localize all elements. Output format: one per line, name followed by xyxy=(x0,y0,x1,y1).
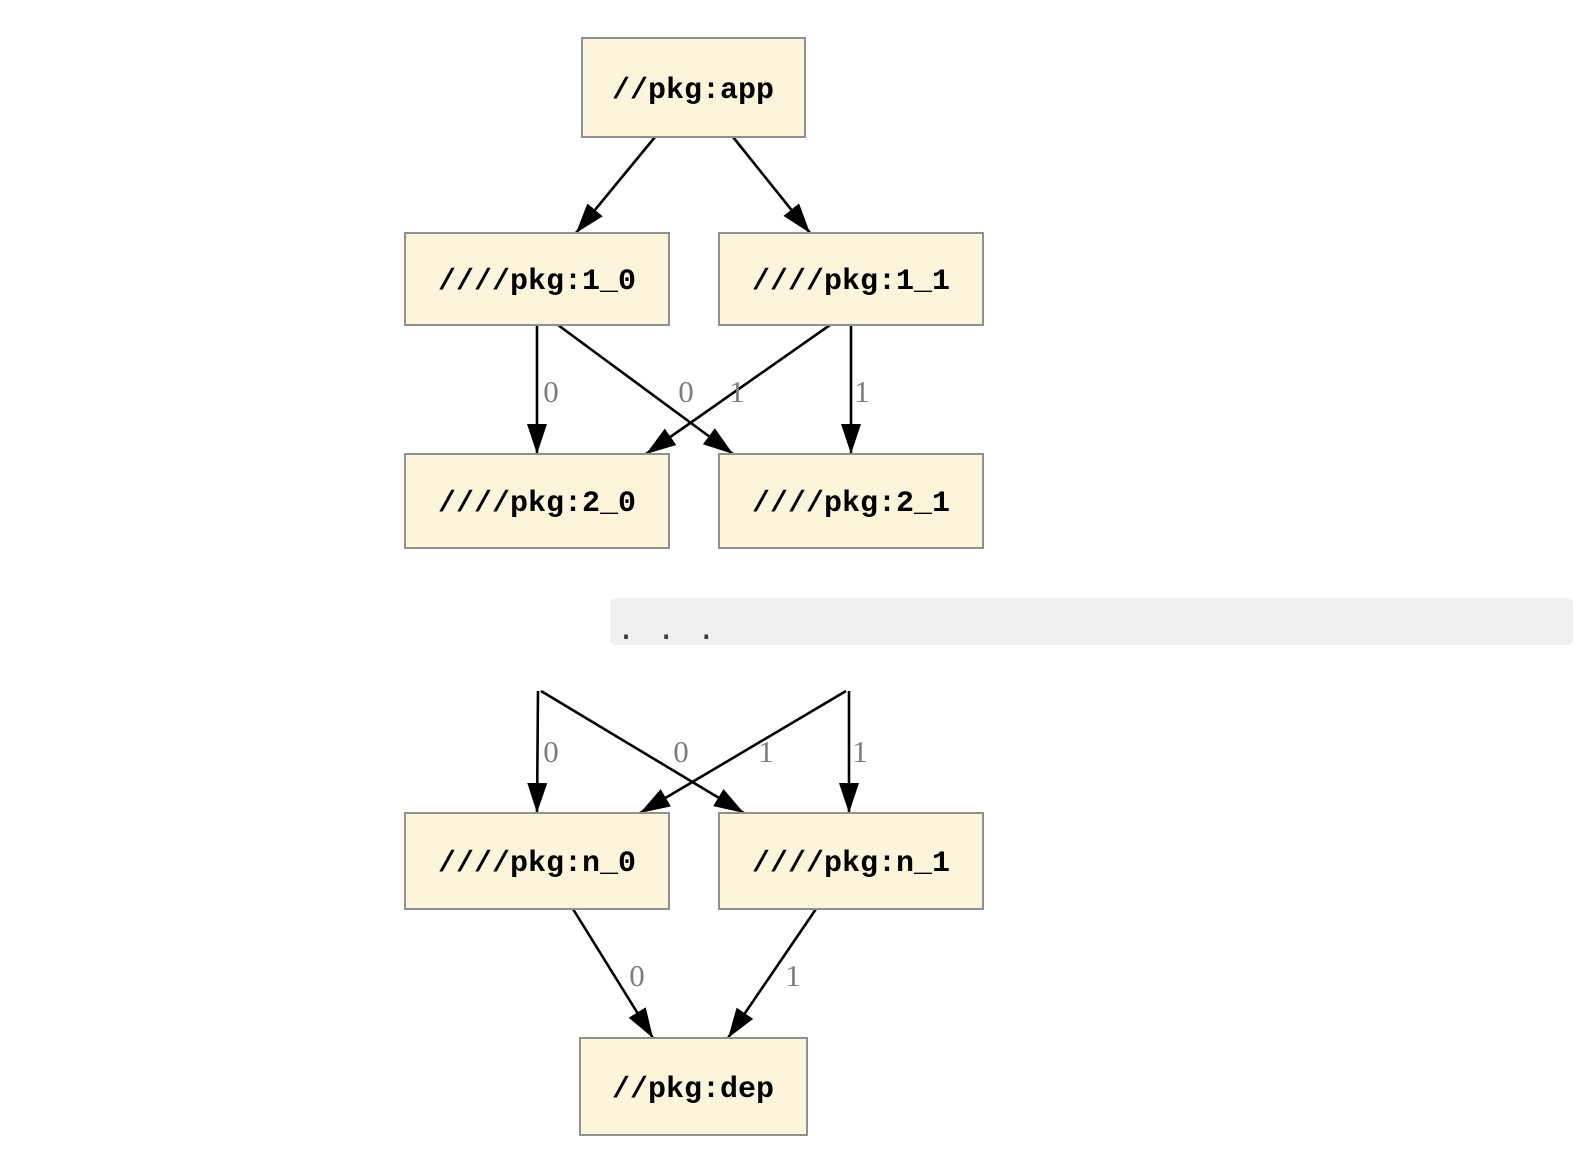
edge-label-elided-to-n_1-cross: 1 xyxy=(758,734,774,769)
node-pkg-2_1-label: ////pkg:2_1 xyxy=(752,487,950,521)
edge-elided-to-n_1-cross xyxy=(540,689,745,815)
node-pkg-n_0-box xyxy=(404,812,670,910)
node-pkg-dep: //pkg:dep xyxy=(579,1037,808,1136)
edge-1_1-to-2_0 xyxy=(645,323,831,456)
node-pkg-2_1-box xyxy=(718,453,984,549)
edge-elided-to-n_0-cross xyxy=(639,689,847,815)
node-pkg-n_1-box xyxy=(718,812,984,910)
node-pkg-1_0: ////pkg:1_0 xyxy=(404,232,670,326)
node-pkg-2_1: ////pkg:2_1 xyxy=(718,453,984,549)
edge-label-1_1-to-2_1: 1 xyxy=(854,374,870,409)
edge-n_1-to-dep xyxy=(726,908,818,1039)
node-pkg-1_0-label: ////pkg:1_0 xyxy=(438,265,636,299)
edge-label-1_0-to-2_0: 0 xyxy=(543,374,559,409)
node-pkg-n_1: ////pkg:n_1 xyxy=(718,812,984,910)
ellipsis-dots: . . . xyxy=(617,612,717,647)
edge-label-1_0-to-2_1: 1 xyxy=(729,374,745,409)
edge-label-1_1-to-2_0: 0 xyxy=(678,374,694,409)
edge-label-elided-to-n_0-straight: 0 xyxy=(543,734,559,769)
edge-elided-to-n_0-straight xyxy=(527,690,548,814)
node-pkg-app-box xyxy=(581,37,806,138)
node-pkg-app: //pkg:app xyxy=(581,37,806,138)
edge-label-n_1-to-dep: 1 xyxy=(785,958,801,993)
node-pkg-2_0-label: ////pkg:2_0 xyxy=(438,487,636,521)
node-pkg-1_1-label: ////pkg:1_1 xyxy=(752,265,950,299)
node-pkg-n_0: ////pkg:n_0 xyxy=(404,812,670,910)
node-pkg-1_0-box xyxy=(404,232,670,326)
edge-1_0-to-2_1 xyxy=(557,323,734,456)
node-pkg-1_1-box xyxy=(718,232,984,326)
edge-label-n_0-to-dep: 0 xyxy=(629,958,645,993)
node-pkg-n_1-label: ////pkg:n_1 xyxy=(752,847,950,881)
node-pkg-n_0-label: ////pkg:n_0 xyxy=(438,847,636,881)
node-pkg-2_0-box xyxy=(404,453,670,549)
node-pkg-2_0: ////pkg:2_0 xyxy=(404,453,670,549)
edge-n_0-to-dep xyxy=(571,908,655,1039)
node-pkg-app-label: //pkg:app xyxy=(612,74,774,108)
node-pkg-dep-label: //pkg:dep xyxy=(612,1073,774,1107)
edge-app-to-1_1 xyxy=(731,136,812,234)
edge-label-elided-to-n_1-straight: 1 xyxy=(852,734,868,769)
ellipsis-band xyxy=(610,598,1573,645)
node-pkg-1_1: ////pkg:1_1 xyxy=(718,232,984,326)
node-pkg-dep-box xyxy=(579,1037,808,1136)
edge-app-to-1_0 xyxy=(574,136,657,234)
edge-label-elided-to-n_0-cross: 0 xyxy=(673,734,689,769)
